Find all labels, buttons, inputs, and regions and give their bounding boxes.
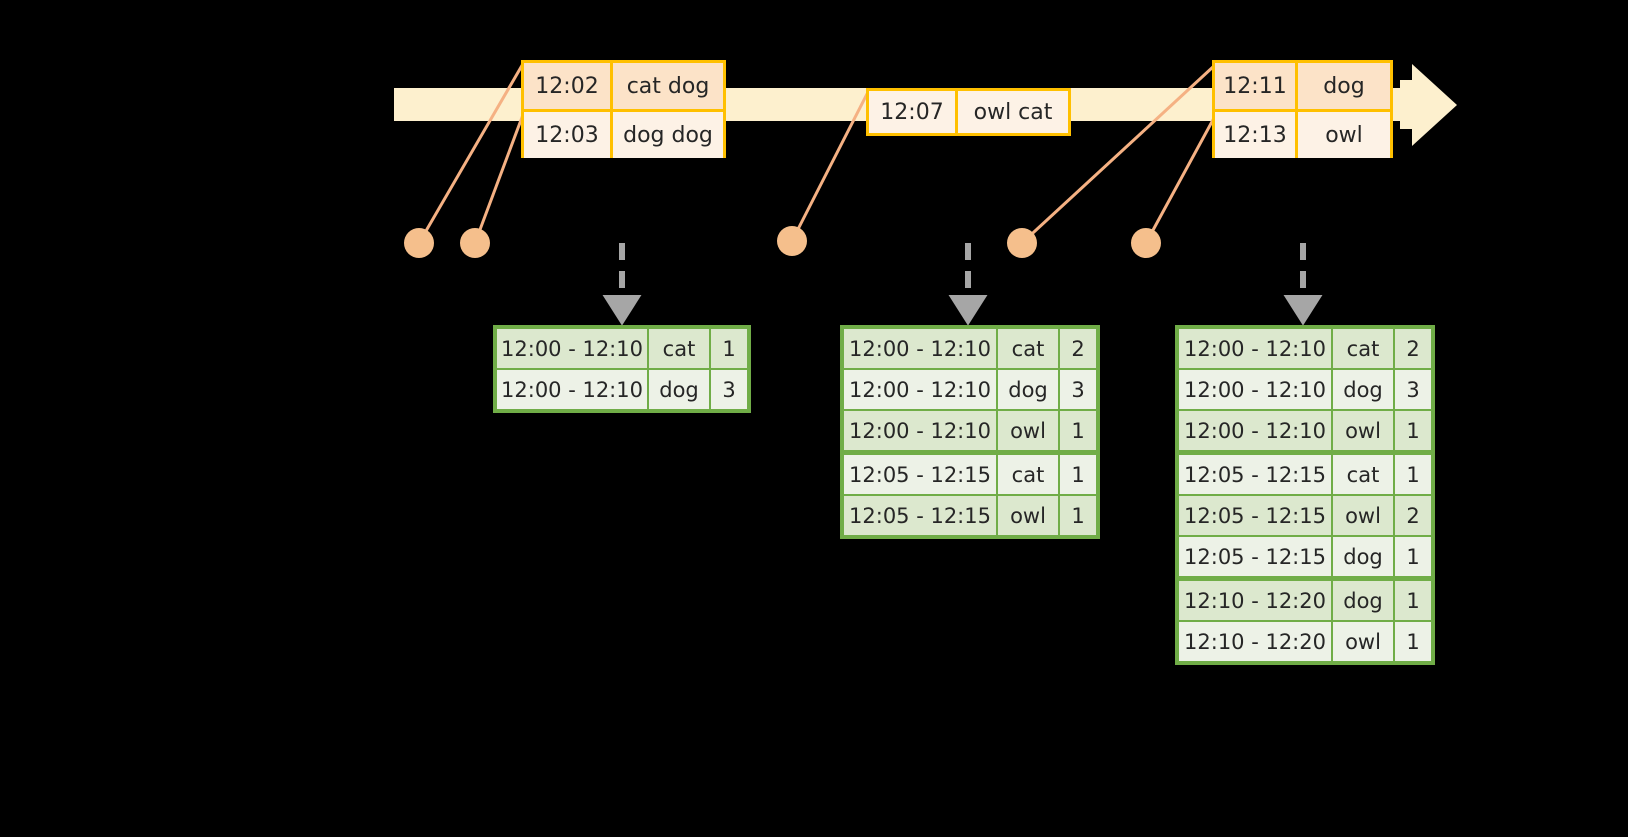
window-cell: 12:05 - 12:15 — [1179, 537, 1331, 576]
count-cell: 1 — [1060, 455, 1096, 494]
count-cell: 1 — [1395, 411, 1431, 450]
stream-dot — [404, 228, 434, 258]
stream-dot — [1131, 228, 1161, 258]
window-cell: 12:00 - 12:10 — [1179, 329, 1331, 368]
count-cell: 1 — [1395, 581, 1431, 620]
window-cell: 12:00 - 12:10 — [497, 329, 647, 368]
stream-dot — [777, 226, 807, 256]
event-time: 12:03 — [524, 112, 610, 158]
event-time: 12:11 — [1215, 63, 1295, 109]
window-cell: 12:05 - 12:15 — [844, 496, 996, 535]
count-cell: 1 — [1060, 496, 1096, 535]
key-cell: cat — [998, 329, 1058, 368]
emit-arrow-1-head — [602, 295, 642, 326]
event-row: 12:03 dog dog — [524, 109, 723, 158]
window-cell: 12:00 - 12:10 — [844, 329, 996, 368]
event-value: cat dog — [610, 63, 723, 109]
window-cell: 12:00 - 12:10 — [497, 370, 647, 409]
stream-dot — [460, 228, 490, 258]
key-cell: cat — [1333, 455, 1393, 494]
key-cell: cat — [998, 455, 1058, 494]
window-cell: 12:05 - 12:15 — [1179, 455, 1331, 494]
count-cell: 2 — [1395, 496, 1431, 535]
emit-arrow-2-head — [948, 295, 988, 326]
window-cell: 12:05 - 12:15 — [844, 455, 996, 494]
window-cell: 12:00 - 12:10 — [844, 370, 996, 409]
window-cell: 12:10 - 12:20 — [1179, 581, 1331, 620]
event-value: dog — [1295, 63, 1390, 109]
count-cell: 3 — [1060, 370, 1096, 409]
event-row: 12:07 owl cat — [869, 91, 1068, 133]
key-cell: owl — [1333, 496, 1393, 535]
window-cell: 12:10 - 12:20 — [1179, 622, 1331, 661]
key-cell: dog — [1333, 370, 1393, 409]
window-cell: 12:05 - 12:15 — [1179, 496, 1331, 535]
key-cell: owl — [998, 411, 1058, 450]
emit-arrow-3-head — [1283, 295, 1323, 326]
key-cell: cat — [1333, 329, 1393, 368]
key-cell: dog — [1333, 537, 1393, 576]
event-value: owl — [1295, 112, 1390, 158]
event-row: 12:11 dog — [1215, 63, 1390, 109]
event-time: 12:07 — [869, 91, 955, 133]
count-cell: 1 — [711, 329, 747, 368]
window-cell: 12:00 - 12:10 — [1179, 411, 1331, 450]
key-cell: owl — [1333, 622, 1393, 661]
event-time: 12:02 — [524, 63, 610, 109]
event-value: owl cat — [955, 91, 1068, 133]
key-cell: dog — [649, 370, 709, 409]
key-cell: owl — [1333, 411, 1393, 450]
stream-dot — [1007, 228, 1037, 258]
event-box-2[interactable]: 12:07 owl cat — [866, 88, 1071, 136]
count-cell: 2 — [1060, 329, 1096, 368]
key-cell: dog — [998, 370, 1058, 409]
count-cell: 1 — [1395, 537, 1431, 576]
event-time: 12:13 — [1215, 112, 1295, 158]
key-cell: owl — [998, 496, 1058, 535]
count-cell: 1 — [1395, 455, 1431, 494]
timeline-arrowhead-icon — [1412, 64, 1457, 146]
event-row: 12:13 owl — [1215, 109, 1390, 158]
key-cell: cat — [649, 329, 709, 368]
key-cell: dog — [1333, 581, 1393, 620]
event-row: 12:02 cat dog — [524, 63, 723, 109]
window-cell: 12:00 - 12:10 — [844, 411, 996, 450]
count-cell: 3 — [1395, 370, 1431, 409]
count-cell: 1 — [1395, 622, 1431, 661]
event-value: dog dog — [610, 112, 723, 158]
window-cell: 12:00 - 12:10 — [1179, 370, 1331, 409]
count-cell: 1 — [1060, 411, 1096, 450]
count-cell: 2 — [1395, 329, 1431, 368]
event-box-1[interactable]: 12:02 cat dog 12:03 dog dog — [521, 60, 726, 158]
count-cell: 3 — [711, 370, 747, 409]
event-box-3[interactable]: 12:11 dog 12:13 owl — [1212, 60, 1393, 158]
